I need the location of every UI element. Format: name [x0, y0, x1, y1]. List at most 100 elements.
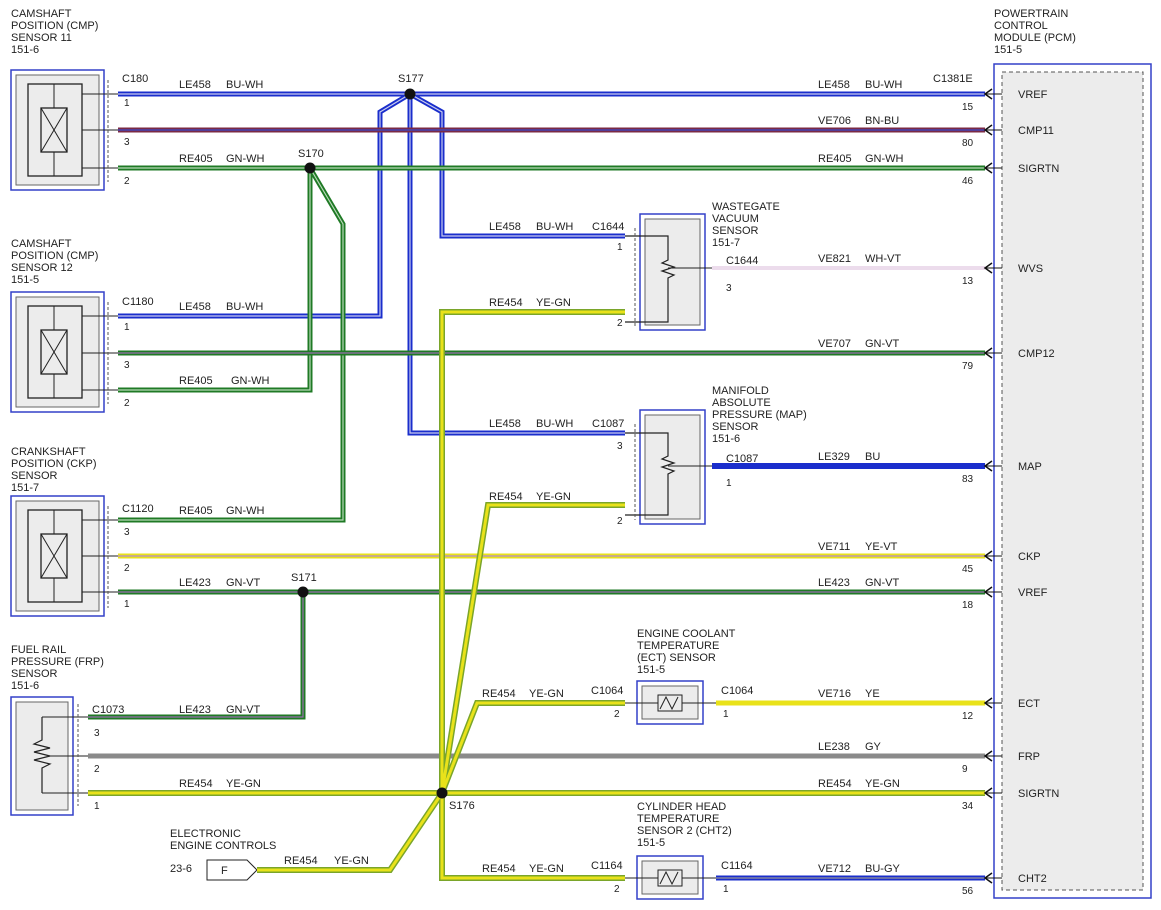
cht2-pin-1: 1 — [723, 884, 729, 895]
pcm-circuit-label: VE712 — [818, 863, 851, 875]
map-pin-2: 2 — [617, 516, 623, 527]
map-element-icon — [625, 432, 676, 516]
pcm-color-label: BU-WH — [865, 79, 902, 91]
ect-title-4: 151-5 — [637, 664, 665, 676]
pcm-pin-number: 13 — [962, 276, 974, 287]
pcm-color-label: BU-GY — [865, 863, 901, 875]
lbl: GN-WH — [226, 153, 265, 165]
pcm-connector: C1381E — [933, 73, 973, 85]
ect-title-3: (ECT) SENSOR — [637, 652, 716, 664]
lbl: RE405 — [179, 505, 213, 517]
frp-title-4: 151-6 — [11, 680, 39, 692]
map-sensor: MANIFOLD ABSOLUTE PRESSURE (MAP) SENSOR … — [592, 385, 807, 527]
ect-title-2: TEMPERATURE — [637, 640, 719, 652]
splice-s177 — [404, 88, 416, 100]
pcm-outer-box — [993, 63, 1152, 899]
splices: S177 S170 S171 S176 — [291, 73, 475, 812]
lbl: YE-GN — [334, 855, 369, 867]
lbl: YE-GN — [529, 688, 564, 700]
cmp12-sensor: CAMSHAFT POSITION (CMP) SENSOR 12 151-5 … — [10, 238, 154, 413]
frp-title-1: FUEL RAIL — [11, 644, 66, 656]
lbl: LE458 — [179, 79, 211, 91]
ckp-title-3: SENSOR — [11, 470, 58, 482]
pcm-signal-label: ECT — [1018, 698, 1040, 710]
ect-sensor: ENGINE COOLANT TEMPERATURE (ECT) SENSOR … — [591, 628, 753, 725]
wvs-connector-1: C1644 — [592, 221, 624, 233]
lbl: BU-WH — [226, 301, 263, 313]
lbl: RE454 — [179, 778, 213, 790]
cmp12-element — [27, 305, 83, 399]
pcm-circuit-label: LE423 — [818, 577, 850, 589]
wires — [88, 91, 985, 881]
cht2-connector-2: C1164 — [721, 860, 753, 872]
frp-pin-1: 1 — [94, 801, 100, 812]
ckp-sensor: CRANKSHAFT POSITION (CKP) SENSOR 151-7 C… — [10, 446, 154, 617]
ect-connector-2: C1064 — [721, 685, 753, 697]
cmp11-title-3: SENSOR 11 — [11, 32, 72, 44]
map-connector-1: C1087 — [592, 418, 624, 430]
splice-s171-label: S171 — [291, 572, 317, 584]
ect-title-1: ENGINE COOLANT — [637, 628, 736, 640]
pcm-pin-number: 79 — [962, 361, 974, 372]
lbl: BU-WH — [226, 79, 263, 91]
pcm-circuit-label: RE405 — [818, 153, 852, 165]
cht2-title-1: CYLINDER HEAD — [637, 801, 726, 813]
wvs-title-2: VACUUM — [712, 213, 759, 225]
pcm-color-label: GN-VT — [865, 577, 900, 589]
cht2-title-3: SENSOR 2 (CHT2) — [637, 825, 732, 837]
ckp-title-1: CRANKSHAFT — [11, 446, 86, 458]
lbl: BU-WH — [536, 221, 573, 233]
pcm-signal-label: SIGRTN — [1018, 788, 1059, 800]
lbl: RE454 — [489, 491, 523, 503]
pcm-signal-label: FRP — [1018, 751, 1040, 763]
lbl: RE454 — [482, 688, 516, 700]
lbl: LE423 — [179, 577, 211, 589]
eec-title-2: ENGINE CONTROLS — [170, 840, 276, 852]
pcm-signal-label: WVS — [1018, 263, 1043, 275]
lbl: GN-WH — [231, 375, 270, 387]
eec-connector-letter: F — [221, 865, 228, 877]
map-pin-1: 1 — [726, 478, 732, 489]
cmp12-title-1: CAMSHAFT — [11, 238, 72, 250]
eec-title-1: ELECTRONIC — [170, 828, 241, 840]
pcm-pin-number: 80 — [962, 138, 974, 149]
lbl: RE454 — [489, 297, 523, 309]
wvs-pin-3: 3 — [726, 283, 732, 294]
pcm-color-label: GY — [865, 741, 882, 753]
pcm-module: POWERTRAIN CONTROL MODULE (PCM) 151-5 C1… — [933, 8, 1152, 899]
pcm-circuit-label: VE821 — [818, 253, 851, 265]
pcm-signal-label: CMP12 — [1018, 348, 1055, 360]
frp-pin-3: 3 — [94, 728, 100, 739]
pcm-inner-panel — [1001, 71, 1144, 891]
lbl: RE454 — [482, 863, 516, 875]
pcm-title-3: MODULE (PCM) — [994, 32, 1076, 44]
ect-connector-1: C1064 — [591, 685, 623, 697]
cht2-connector-1: C1164 — [591, 860, 623, 872]
pcm-circuit-label: VE711 — [818, 541, 850, 553]
lbl: BU-WH — [536, 418, 573, 430]
lbl: GN-VT — [226, 577, 261, 589]
frp-sensor: FUEL RAIL PRESSURE (FRP) SENSOR 151-6 C1… — [10, 644, 124, 816]
frp-title-3: SENSOR — [11, 668, 58, 680]
splice-s170-label: S170 — [298, 148, 324, 160]
wvs-connector-2: C1644 — [726, 255, 758, 267]
ect-pin-1: 1 — [723, 709, 729, 720]
pcm-pin-number: 46 — [962, 176, 974, 187]
pcm-color-label: WH-VT — [865, 253, 901, 265]
wvs-pin-1: 1 — [617, 242, 623, 253]
ckp-connector: C1120 — [122, 503, 154, 515]
pcm-signal-label: VREF — [1018, 587, 1048, 599]
frp-title-2: PRESSURE (FRP) — [11, 656, 104, 668]
pcm-signal-label: CHT2 — [1018, 873, 1047, 885]
pcm-circuit-label: VE707 — [818, 338, 851, 350]
pcm-pin-number: 12 — [962, 711, 974, 722]
cmp12-title-4: 151-5 — [11, 274, 39, 286]
map-title-3: PRESSURE (MAP) — [712, 409, 807, 421]
lbl: LE458 — [179, 301, 211, 313]
wvs-panel — [644, 218, 701, 326]
lbl: RE454 — [284, 855, 318, 867]
cmp11-connector: C180 — [122, 73, 148, 85]
lbl: YE-GN — [536, 297, 571, 309]
map-title-4: SENSOR — [712, 421, 759, 433]
